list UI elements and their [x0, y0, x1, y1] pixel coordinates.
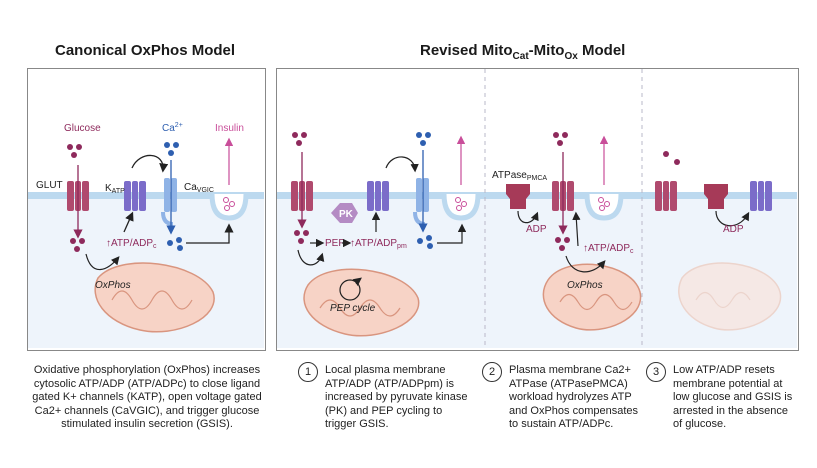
svg-text:PK: PK	[339, 209, 354, 220]
pep-label: PEP	[325, 238, 345, 249]
mitochondrion-left	[94, 262, 215, 333]
atp-adp-pm-label: ↑ATP/ADPpm	[350, 238, 407, 250]
cavgic-label: CaVGIC	[184, 182, 214, 194]
step-1-caption: Local plasma membrane ATP/ADP (ATP/ADPpm…	[325, 364, 468, 430]
glucose-to-mito-arrow-1	[297, 249, 325, 266]
katp-to-ca-arrow-1	[385, 156, 419, 173]
adp-to-katp-arrow	[715, 210, 750, 227]
calcium-label: Ca2+	[162, 122, 183, 134]
glucose-dots-inside	[70, 238, 85, 252]
calcium-dots-inside	[167, 237, 183, 251]
glucose-label: Glucose	[64, 123, 101, 134]
canonical-caption: Oxidative phosphorylation (OxPhos) incre…	[32, 364, 262, 432]
glucose-dots-outside-2	[553, 132, 568, 146]
katp-channel-3	[750, 181, 772, 211]
atp-to-katp-arrow	[123, 211, 134, 233]
calcium-dots-outside-1	[416, 132, 431, 146]
calcium-dots-outside	[164, 142, 179, 156]
right-panel-title: Revised MitoCat-MitoOx Model	[420, 42, 626, 62]
katp-channel-1	[367, 181, 389, 211]
katp-label: KATP	[105, 183, 125, 195]
glut-transporter-3	[655, 181, 677, 211]
plasma-membrane-right	[277, 192, 797, 199]
ca-to-insulin-arrow-1	[437, 223, 467, 244]
insulin-granules-2	[598, 197, 610, 211]
ca-to-insulin-arrow	[186, 223, 234, 244]
atpase-pmca-pump	[506, 184, 530, 209]
adp-label-2: ADP	[723, 224, 744, 235]
glucose-dots-low	[663, 151, 680, 165]
katp-channel	[124, 181, 146, 211]
step-2-caption: Plasma membrane Ca2+ ATPase (ATPasePMCA)…	[509, 364, 639, 430]
mitochondrion-2	[542, 263, 642, 331]
step-2-badge: 2	[482, 362, 502, 382]
step-3-badge: 3	[646, 362, 666, 382]
oxphos-label-right: OxPhos	[567, 280, 603, 291]
mitochondrion-1	[303, 268, 420, 337]
insulin-granules	[223, 197, 235, 211]
canonical-caption-text: Oxidative phosphorylation (OxPhos) incre…	[32, 364, 262, 430]
insulin-label: Insulin	[215, 123, 244, 134]
calcium-dots-inside-1	[417, 235, 433, 249]
katp-to-ca-arrow	[131, 154, 169, 173]
pk-enzyme: PK	[331, 203, 358, 223]
glucose-dots-outside	[67, 144, 82, 158]
oxphos-arrow-right	[565, 255, 606, 273]
glut-transporter	[67, 181, 89, 211]
pep-cycle-label: PEP cycle	[330, 303, 376, 314]
pep-cycle-loop	[339, 279, 361, 301]
atpase-to-adp-arrow	[517, 210, 539, 224]
mitochondrion-3	[678, 262, 782, 331]
atp-to-transporter-arrow-2	[572, 211, 581, 247]
glucose-dots-inside-2	[555, 237, 570, 251]
left-panel-title: Canonical OxPhos Model	[55, 42, 236, 59]
oxphos-arrow-left	[85, 253, 120, 271]
atp-adp-c-label-left: ↑ATP/ADPc	[106, 238, 157, 250]
insulin-granules-1	[455, 197, 467, 211]
oxphos-label-left: OxPhos	[95, 280, 131, 291]
glut-label: GLUT	[36, 180, 63, 191]
glucose-dots-inside-1	[294, 230, 309, 244]
glucose-dots-outside-1	[292, 132, 307, 146]
step-1-badge: 1	[298, 362, 318, 382]
step-3-caption: Low ATP/ADP resets membrane potential at…	[673, 364, 793, 430]
atpase-pmca-pump-3	[704, 184, 728, 209]
pep-cycle-arrowhead	[352, 277, 362, 286]
atpase-pmca-label: ATPasePMCA	[492, 170, 547, 182]
adp-label-1: ADP	[526, 224, 547, 235]
atp-adp-c-label-right: ↑ATP/ADPc	[583, 243, 634, 255]
